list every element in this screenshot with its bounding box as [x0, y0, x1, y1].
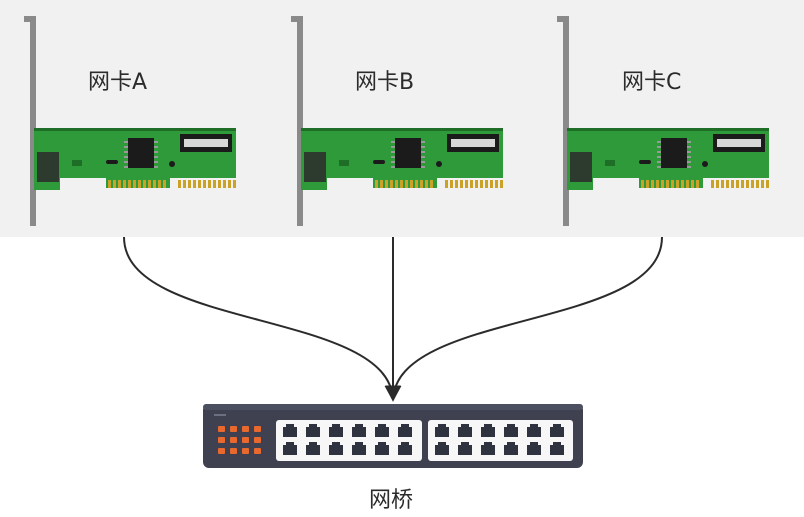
- connector-c-to-bridge: [385, 236, 663, 402]
- status-led: [254, 448, 261, 454]
- ethernet-port-icon: [352, 442, 366, 455]
- ethernet-port-icon: [375, 442, 389, 455]
- network-card-b-icon: [291, 16, 503, 226]
- ethernet-port-icon: [306, 442, 320, 455]
- ethernet-port-icon: [527, 424, 541, 437]
- ethernet-port-icon: [504, 442, 518, 455]
- ethernet-port-icon: [283, 424, 297, 437]
- status-led: [242, 426, 249, 432]
- status-led: [230, 426, 237, 432]
- ethernet-port-icon: [435, 424, 449, 437]
- ethernet-port-icon: [329, 424, 343, 437]
- status-led: [230, 437, 237, 443]
- status-led: [218, 437, 225, 443]
- nic-panel-background: [0, 0, 804, 237]
- ethernet-port-icon: [352, 424, 366, 437]
- ethernet-port-icon: [375, 424, 389, 437]
- switch-ports: [283, 424, 564, 455]
- ethernet-port-icon: [458, 442, 472, 455]
- status-led: [218, 448, 225, 454]
- network-card-c-icon: [557, 16, 769, 226]
- nic-b-label: 网卡B: [355, 70, 415, 95]
- ethernet-port-icon: [306, 424, 320, 437]
- ethernet-port-icon: [329, 442, 343, 455]
- ethernet-port-icon: [481, 424, 495, 437]
- status-led: [254, 426, 261, 432]
- ethernet-port-icon: [481, 442, 495, 455]
- connector-a-to-bridge: [123, 236, 401, 402]
- ethernet-port-icon: [283, 442, 297, 455]
- network-switch-icon: [203, 404, 583, 468]
- ethernet-port-icon: [398, 424, 412, 437]
- ethernet-port-icon: [527, 442, 541, 455]
- ethernet-port-icon: [550, 442, 564, 455]
- switch-status-leds: [218, 426, 261, 454]
- nic-c-label: 网卡C: [622, 70, 682, 95]
- ethernet-port-icon: [398, 442, 412, 455]
- ethernet-port-icon: [458, 424, 472, 437]
- status-led: [218, 426, 225, 432]
- nic-a-label: 网卡A: [88, 70, 148, 95]
- status-led: [242, 437, 249, 443]
- status-led: [254, 437, 261, 443]
- ethernet-port-icon: [504, 424, 518, 437]
- network-card-a-icon: [24, 16, 236, 226]
- bridge-label: 网桥: [369, 488, 414, 513]
- status-led: [242, 448, 249, 454]
- ethernet-port-icon: [550, 424, 564, 437]
- status-led: [230, 448, 237, 454]
- ethernet-port-icon: [435, 442, 449, 455]
